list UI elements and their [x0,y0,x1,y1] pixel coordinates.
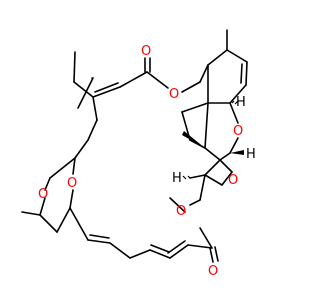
bond-lower-7 [187,244,213,249]
bond-core-15 [219,152,231,161]
bond-core-14 [204,147,221,161]
atom-o-pyran-ring: O [233,124,243,139]
bond-core-13 [189,139,206,149]
atom-h-bridge-right: H [246,147,256,162]
bond-ketal-4 [69,189,74,209]
bond-lower-3 [109,242,131,259]
molecule-canvas: O O O O O O O O H H H [21,29,256,279]
atom-o-ketal-right: O [67,176,77,191]
bond-lower-6 [169,244,189,259]
atom-h-ring-junction: H [236,95,246,110]
bond-core-10 [229,102,239,124]
atom-o-epoxide: O [228,173,238,188]
bond-ketal-3 [72,157,76,175]
bond-core-4 [245,61,248,86]
bond-core-4-double [240,63,243,84]
bond-core-11 [229,137,239,154]
bond-core-18 [199,174,206,201]
bond-lower-1 [69,207,89,241]
bond-core-19 [189,199,201,206]
bond-epoxide-3 [204,174,223,186]
bond-epoxide-1 [219,159,233,173]
bond-to-carbonyl [119,71,148,88]
bond-core-8 [181,102,209,113]
wedge-h-bridge-right [230,150,244,155]
bond-c-methyl-top-left [73,51,76,83]
bond-core-16 [204,159,221,176]
bond-ketal-2 [44,177,51,191]
bond-alkene-left [92,86,121,98]
atom-o-ketal-left: O [38,187,48,202]
stereo-hashes [182,100,239,180]
bond-lower-8 [199,227,213,249]
bond-lower-2-double [89,234,110,239]
atom-o-carbonyl-bottom: O [208,264,218,279]
bond-carbonyl-bottom-a [209,247,214,263]
bond-ketal-1 [49,157,76,179]
wedge-methyl-core [182,131,205,148]
bond-upper-chain [77,77,94,109]
bond-carbonyl-bottom-b [214,246,219,262]
atom-o-ester-top: O [169,87,179,102]
atom-o-ester-bottom: O [176,204,186,219]
bond-o-to-ch2 [181,81,201,93]
bond-lower-o-to-c [169,197,186,213]
hash-3 [187,175,191,179]
bond-alkene-left-double [94,82,119,93]
bond-core-17 [189,174,206,179]
bond-left-2 [87,119,98,141]
bond-ketal-7 [56,207,71,233]
atom-h-bridge-left: H [172,171,182,186]
bond-core-5 [229,84,247,104]
bond-lower-4 [129,249,151,259]
hash-2 [234,100,239,105]
bond-ketal-6 [39,214,58,233]
structure-diagram: O O O O O O O O H H H [21,29,256,279]
bond-lower-5 [149,249,171,259]
stereo-wedges [182,131,244,155]
bond-lower-5-double [150,244,170,253]
bond-left-1 [92,96,98,121]
bond-ch2-to-quaternary [199,64,209,83]
bond-c-to-alkene [73,81,94,98]
bonds [21,29,248,263]
bond-core-12 [204,102,209,149]
bond-lower-6-double [167,240,186,254]
bond-core-3 [226,49,248,63]
atom-o-carbonyl-top: O [141,44,151,59]
bond-lower-2 [87,239,111,244]
bond-left-3 [74,139,89,159]
bond-core-1 [207,49,228,66]
bond-epoxide-2 [221,171,233,186]
bond-carbonyl-to-o [146,71,169,89]
hash-4 [182,175,187,180]
atom-labels: O O O O O O O O H H H [38,44,256,279]
hash-1 [231,100,235,104]
bond-ketal-5 [39,197,46,216]
bond-methyl-bottom-left [21,211,41,216]
